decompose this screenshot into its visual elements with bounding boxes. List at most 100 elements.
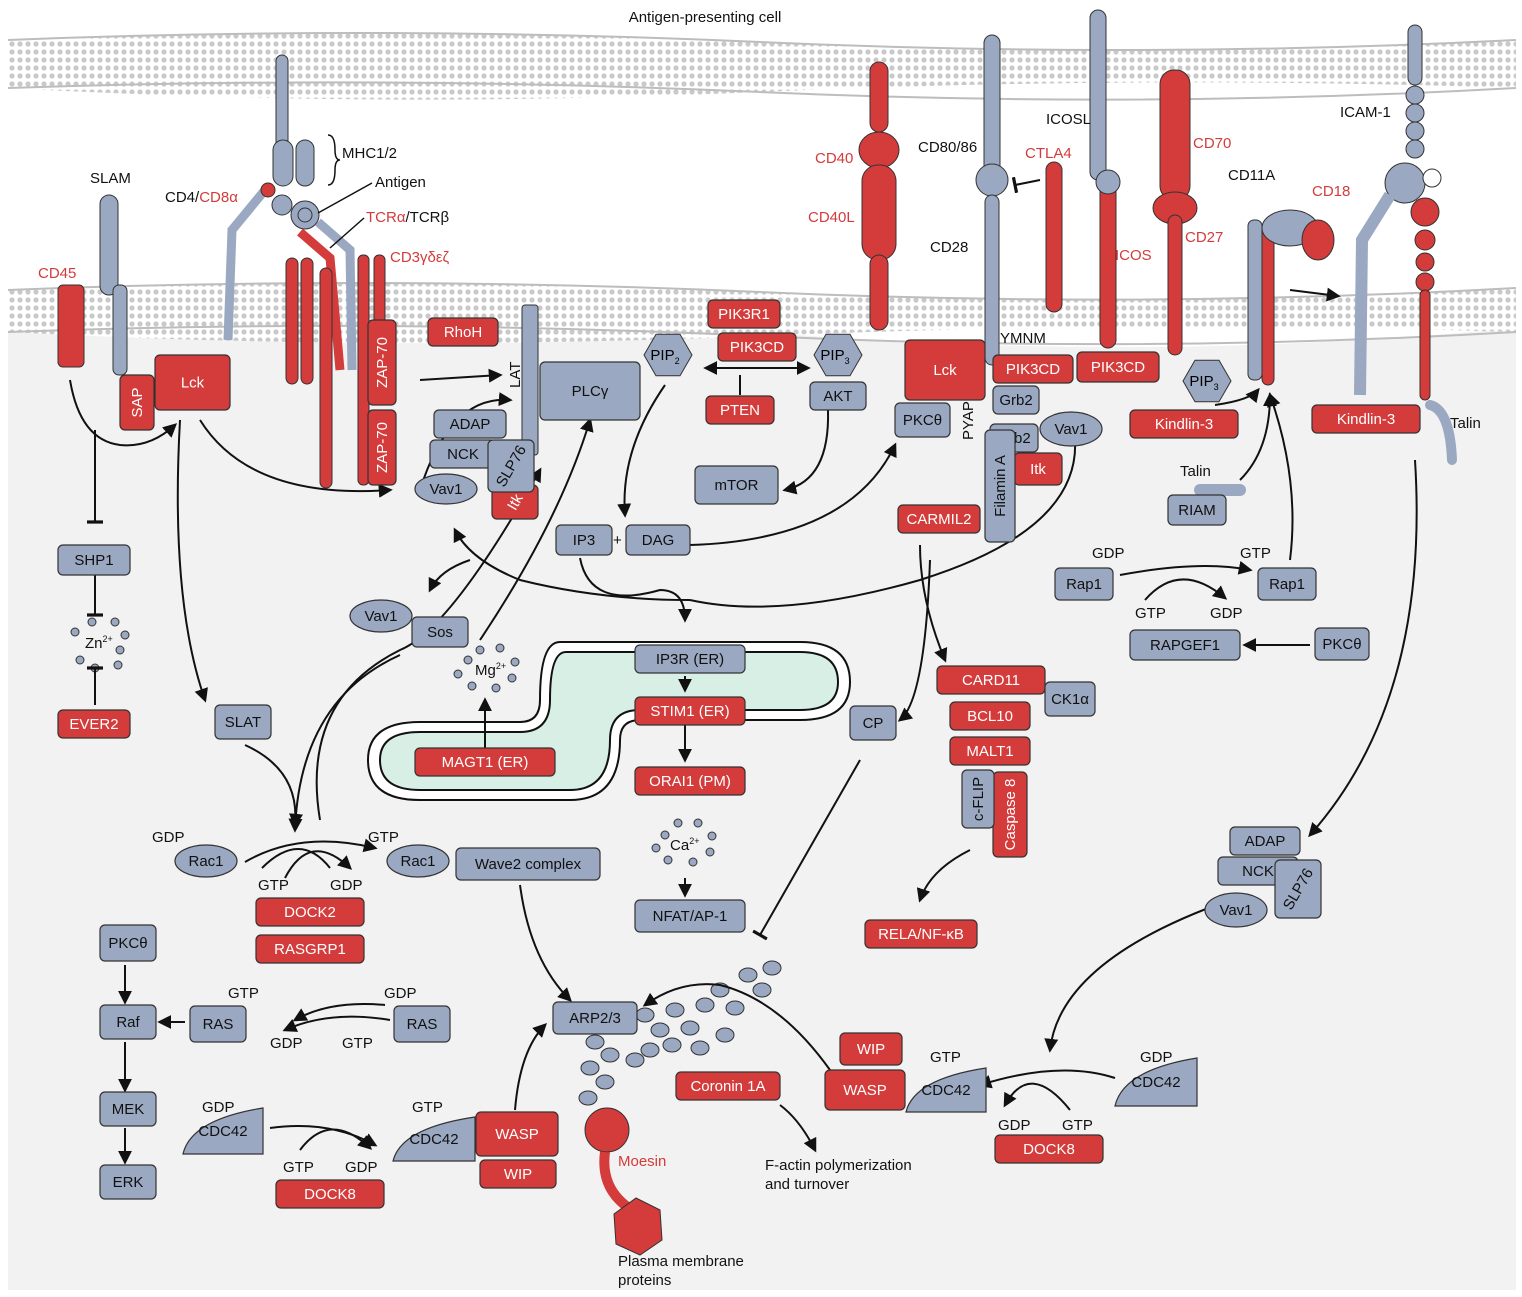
diagram-title: Antigen-presenting cell [629, 9, 782, 26]
node-wip2: WIP [839, 1032, 903, 1066]
svg-text:PIP2: PIP2 [650, 347, 679, 366]
label-slam: SLAM [90, 170, 131, 187]
svg-text:GDP: GDP [998, 1117, 1031, 1134]
node-raf-label: Raf [116, 1014, 140, 1031]
node-filamin: Filamin A [984, 429, 1016, 543]
label-talin-1: Talin [1450, 415, 1481, 432]
node-stim1: STIM1 (ER) [634, 696, 746, 726]
node-card11-shape [936, 665, 1046, 695]
label-cd40l: CD40L [808, 209, 855, 226]
mhc-complex [271, 54, 320, 230]
node-dag: DAG [625, 524, 691, 556]
node-adap2-shape [1229, 826, 1301, 856]
node-rac1a: Rac1 [174, 844, 238, 878]
node-slp76b: SLP76 [1274, 859, 1322, 919]
node-rac1a-shape [174, 844, 238, 878]
label-cd45: CD45 [38, 265, 76, 282]
label-magnesium: Mg2+ [475, 661, 506, 679]
node-zap70b: ZAP-70 [367, 409, 397, 486]
node-ip3r-shape [634, 644, 746, 674]
node-lck1-label: Lck [181, 375, 205, 392]
node-vav1a: Vav1 [414, 473, 478, 505]
node-pkct3: PKCθ [99, 924, 157, 962]
node-cdc42d-shape [1114, 1057, 1198, 1107]
node-arp23: ARP2/3 [552, 1001, 638, 1035]
node-wasp1: WASP [475, 1111, 559, 1157]
node-rap1a-shape [1054, 567, 1114, 601]
node-ip3r-label: IP3R (ER) [656, 651, 724, 668]
talin-shape-1 [1425, 400, 1457, 465]
node-itk1: Itk [491, 484, 539, 520]
node-cdc42c-label: CDC42 [921, 1082, 970, 1099]
node-pkct2-label: PKCθ [1322, 636, 1361, 653]
node-slat-shape [214, 704, 272, 740]
node-magt1: MAGT1 (ER) [414, 747, 556, 777]
node-arp23-shape [552, 1001, 638, 1035]
node-orai1: ORAI1 (PM) [634, 766, 746, 796]
svg-text:GDP: GDP [152, 829, 185, 846]
node-dag-label: DAG [642, 532, 675, 549]
node-ras1: RAS [189, 1005, 247, 1043]
magnesium-ions [453, 643, 520, 693]
node-cdc42b-shape [392, 1116, 476, 1162]
node-mek-label: MEK [112, 1101, 145, 1118]
node-ip3-shape [555, 524, 613, 556]
t-cell-cytoplasm [8, 314, 1516, 1290]
node-pkct2: PKCθ [1314, 627, 1370, 661]
node-zap70a: ZAP-70 [367, 319, 397, 406]
node-dag-shape [625, 524, 691, 556]
label-zinc: Zn2+ [85, 634, 113, 652]
label-cd70: CD70 [1193, 135, 1231, 152]
node-malt1-shape [949, 736, 1031, 766]
node-raf-shape [99, 1004, 157, 1040]
node-cflip: c-FLIP [961, 769, 995, 829]
node-ck1a: CK1α [1044, 681, 1096, 717]
label-talin-2: Talin [1180, 463, 1211, 480]
node-mtor-shape [694, 465, 779, 505]
node-riam: RIAM [1167, 494, 1227, 526]
node-vav1c: Vav1 [349, 599, 413, 633]
calcium-ions [651, 818, 717, 867]
node-vav1a-label: Vav1 [429, 481, 462, 498]
cd40-cd40l [858, 61, 900, 331]
node-casp8: Caspase 8 [992, 771, 1028, 858]
node-wasp2-shape [824, 1069, 906, 1111]
label-antigen: Antigen [375, 174, 426, 191]
node-pik3cd2: PIK3CD [992, 354, 1074, 384]
svg-text:GTP: GTP [930, 1049, 961, 1066]
node-pik3cd1: PIK3CD [717, 332, 797, 362]
node-bcl10-shape [949, 701, 1031, 731]
node-pik3cd3-shape [1076, 351, 1160, 383]
node-vav1b: Vav1 [1039, 411, 1103, 447]
node-wave2: Wave2 complex [455, 847, 601, 881]
node-bcl10: BCL10 [949, 701, 1031, 731]
node-rhoh: RhoH [427, 317, 499, 347]
node-rac1b-label: Rac1 [400, 853, 435, 870]
node-dock2: DOCK2 [255, 897, 365, 927]
node-wip1: WIP [479, 1159, 557, 1189]
node-grb2a: Grb2 [992, 385, 1040, 415]
node-coronin-shape [675, 1071, 781, 1101]
node-pik3cd1-label: PIK3CD [730, 339, 784, 356]
node-cdc42d: CDC42 [1114, 1057, 1198, 1107]
node-nck1: NCK [429, 439, 497, 469]
node-pik3r1: PIK3R1 [707, 299, 781, 329]
node-vav1d-shape [1204, 892, 1268, 928]
node-wasp2: WASP [824, 1069, 906, 1111]
node-slat-label: SLAT [225, 714, 261, 731]
node-cdc42c-shape [905, 1067, 987, 1113]
node-ip3-label: IP3 [573, 532, 596, 549]
node-cdc42d-label: CDC42 [1131, 1074, 1180, 1091]
svg-text:GTP: GTP [283, 1159, 314, 1176]
node-wasp1-label: WASP [495, 1126, 539, 1143]
node-dock8a-shape [275, 1179, 385, 1209]
node-adap2: ADAP [1229, 826, 1301, 856]
node-kindlin3a: Kindlin-3 [1129, 409, 1239, 439]
svg-text:GDP: GDP [1092, 545, 1125, 562]
node-cdc42b-label: CDC42 [409, 1131, 458, 1148]
pip3-hexagon-1: PIP3 [813, 333, 863, 377]
svg-text:GTP: GTP [1240, 545, 1271, 562]
node-rap1a-label: Rap1 [1066, 576, 1102, 593]
node-akt: AKT [809, 381, 867, 411]
